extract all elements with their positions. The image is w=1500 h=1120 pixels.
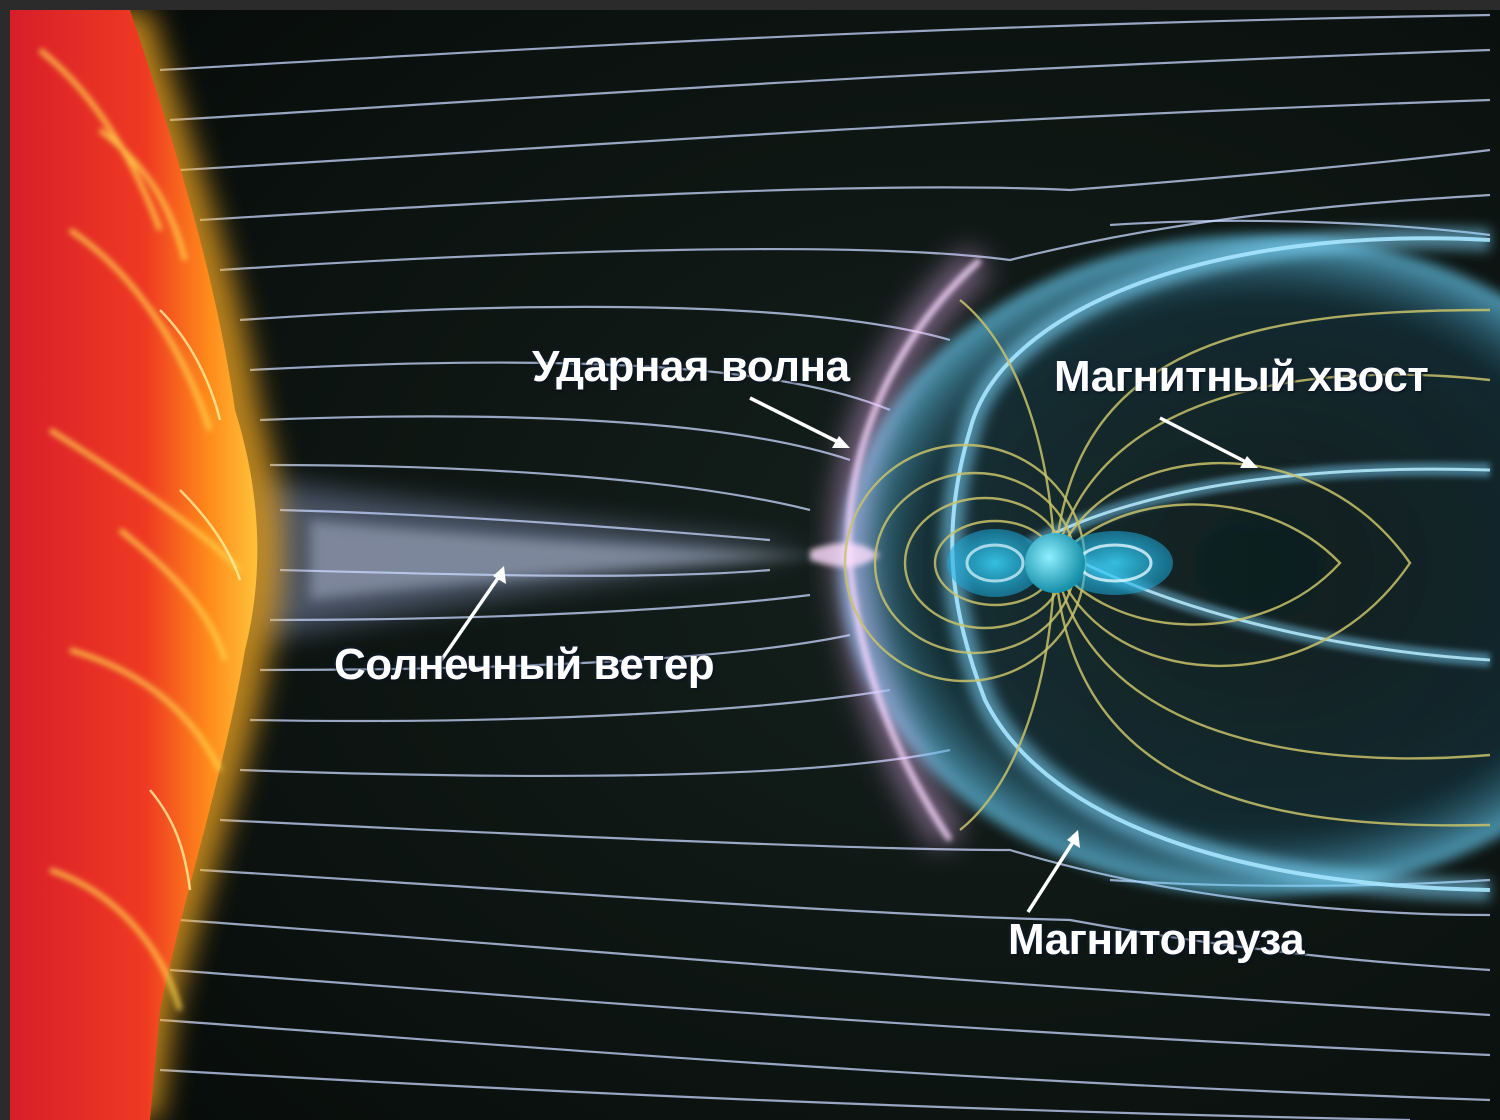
earth [1025,533,1085,593]
earth-system [947,529,1173,597]
solar-wind-label: Солнечный ветер [334,640,714,690]
shock-wave-label: Ударная волна [532,342,850,392]
magnetotail-label: Магнитный хвост [1054,352,1428,402]
magnetopause-label: Магнитопауза [1008,915,1304,965]
